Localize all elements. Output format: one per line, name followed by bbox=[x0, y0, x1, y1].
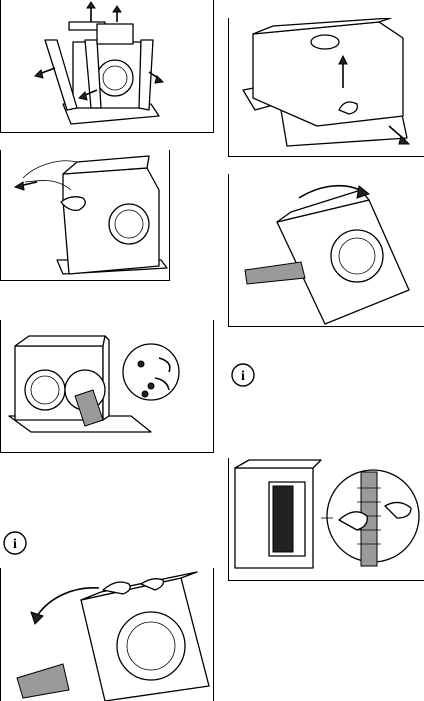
illustration-take-out-accessories bbox=[0, 320, 214, 453]
info-note-right-icon: i bbox=[230, 362, 256, 388]
plastic-cover-removal-icon bbox=[1, 150, 169, 280]
tilt-left-arrow-icon bbox=[1, 568, 213, 701]
tilt-right-arrow-icon bbox=[229, 174, 424, 326]
base-removal-arrows-icon bbox=[229, 18, 424, 156]
illustration-remove-base-polystyrene bbox=[228, 18, 424, 157]
info-symbol: i bbox=[13, 537, 17, 552]
illustration-tilt-machine-left bbox=[0, 568, 214, 701]
illustration-remove-hose-support bbox=[228, 458, 424, 581]
info-symbol: i bbox=[241, 369, 245, 384]
illustration-remove-plastic-cover bbox=[0, 150, 170, 281]
illustration-tilt-machine-right bbox=[228, 174, 424, 327]
accessory-bag-icon bbox=[1, 320, 213, 452]
arrows-remove-packaging-icon bbox=[1, 0, 213, 132]
hose-support-detail-icon bbox=[229, 458, 424, 580]
illustration-remove-packaging-top bbox=[0, 0, 214, 133]
info-note-left-icon: i bbox=[2, 530, 28, 556]
